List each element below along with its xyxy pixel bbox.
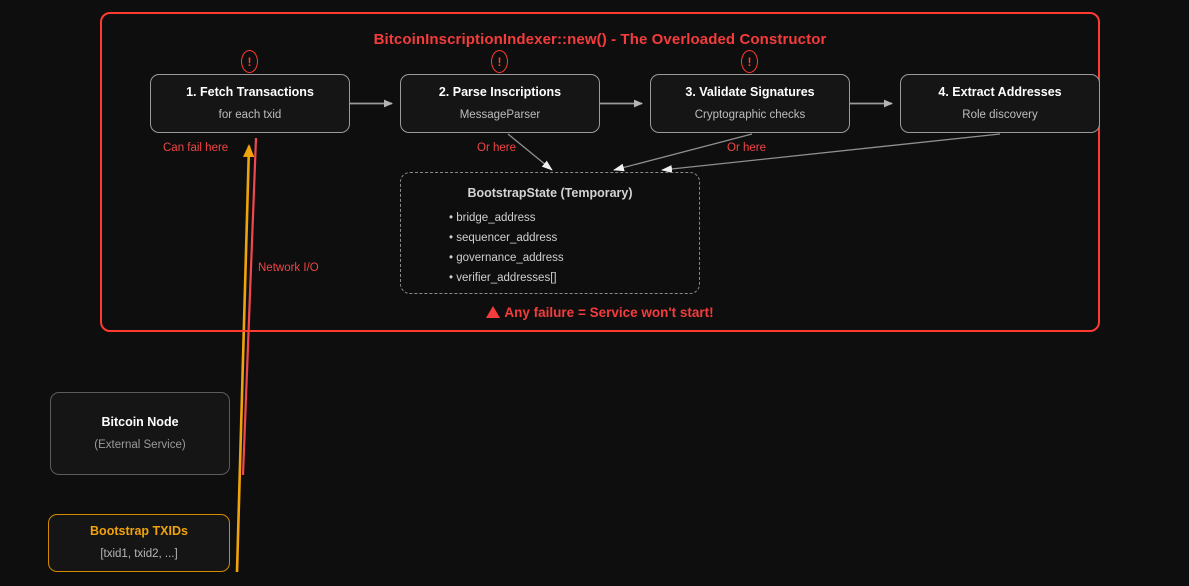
failure-note-text: Any failure = Service won't start! bbox=[504, 305, 714, 320]
edge-label-network-io: Network I/O bbox=[258, 262, 319, 274]
warning-bang-icon-2: ! bbox=[491, 50, 508, 73]
list-item: sequencer_address bbox=[449, 228, 699, 248]
list-item: bridge_address bbox=[449, 208, 699, 228]
bootstrap-state-field-list: bridge_address sequencer_address governa… bbox=[401, 208, 699, 288]
node-fetch-transactions[interactable]: 1. Fetch Transactions for each txid bbox=[150, 74, 350, 133]
constructor-subgraph: BitcoinInscriptionIndexer::new() - The O… bbox=[100, 12, 1100, 332]
node-subtitle: Cryptographic checks bbox=[694, 108, 806, 121]
warning-bang-icon-1: ! bbox=[241, 50, 258, 73]
node-title: Bootstrap TXIDs bbox=[90, 524, 188, 539]
list-item: verifier_addresses[] bbox=[449, 268, 699, 288]
node-title: Bitcoin Node bbox=[101, 414, 179, 429]
node-bootstrap-txids[interactable]: Bootstrap TXIDs [txid1, txid2, ...] bbox=[48, 514, 230, 572]
node-title: 2. Parse Inscriptions bbox=[438, 84, 562, 99]
node-parse-inscriptions[interactable]: 2. Parse Inscriptions MessageParser bbox=[400, 74, 600, 133]
node-subtitle: (External Service) bbox=[94, 438, 186, 451]
node-title: 1. Fetch Transactions bbox=[186, 84, 314, 99]
edge-label-can-fail-here: Can fail here bbox=[163, 142, 229, 154]
edge-label-or-here-1: Or here bbox=[477, 142, 516, 154]
list-item: governance_address bbox=[449, 248, 699, 268]
node-extract-addresses[interactable]: 4. Extract Addresses Role discovery bbox=[900, 74, 1100, 133]
node-bitcoin-node[interactable]: Bitcoin Node (External Service) bbox=[50, 392, 230, 475]
edge-label-or-here-2: Or here bbox=[727, 142, 766, 154]
subgraph-title: BitcoinInscriptionIndexer::new() - The O… bbox=[373, 31, 827, 48]
node-bootstrap-state[interactable]: BootstrapState (Temporary) bridge_addres… bbox=[400, 172, 700, 294]
node-title: 4. Extract Addresses bbox=[938, 84, 1062, 99]
node-subtitle: [txid1, txid2, ...] bbox=[100, 548, 178, 561]
warning-triangle-icon bbox=[486, 306, 501, 318]
node-title: 3. Validate Signatures bbox=[685, 84, 815, 99]
failure-note: Any failure = Service won't start! bbox=[102, 305, 1098, 320]
node-validate-signatures[interactable]: 3. Validate Signatures Cryptographic che… bbox=[650, 74, 850, 133]
bootstrap-state-title: BootstrapState (Temporary) bbox=[467, 186, 633, 200]
warning-bang-icon-3: ! bbox=[741, 50, 758, 73]
node-subtitle: Role discovery bbox=[962, 108, 1038, 121]
node-subtitle: for each txid bbox=[218, 108, 282, 121]
node-subtitle: MessageParser bbox=[459, 108, 541, 121]
